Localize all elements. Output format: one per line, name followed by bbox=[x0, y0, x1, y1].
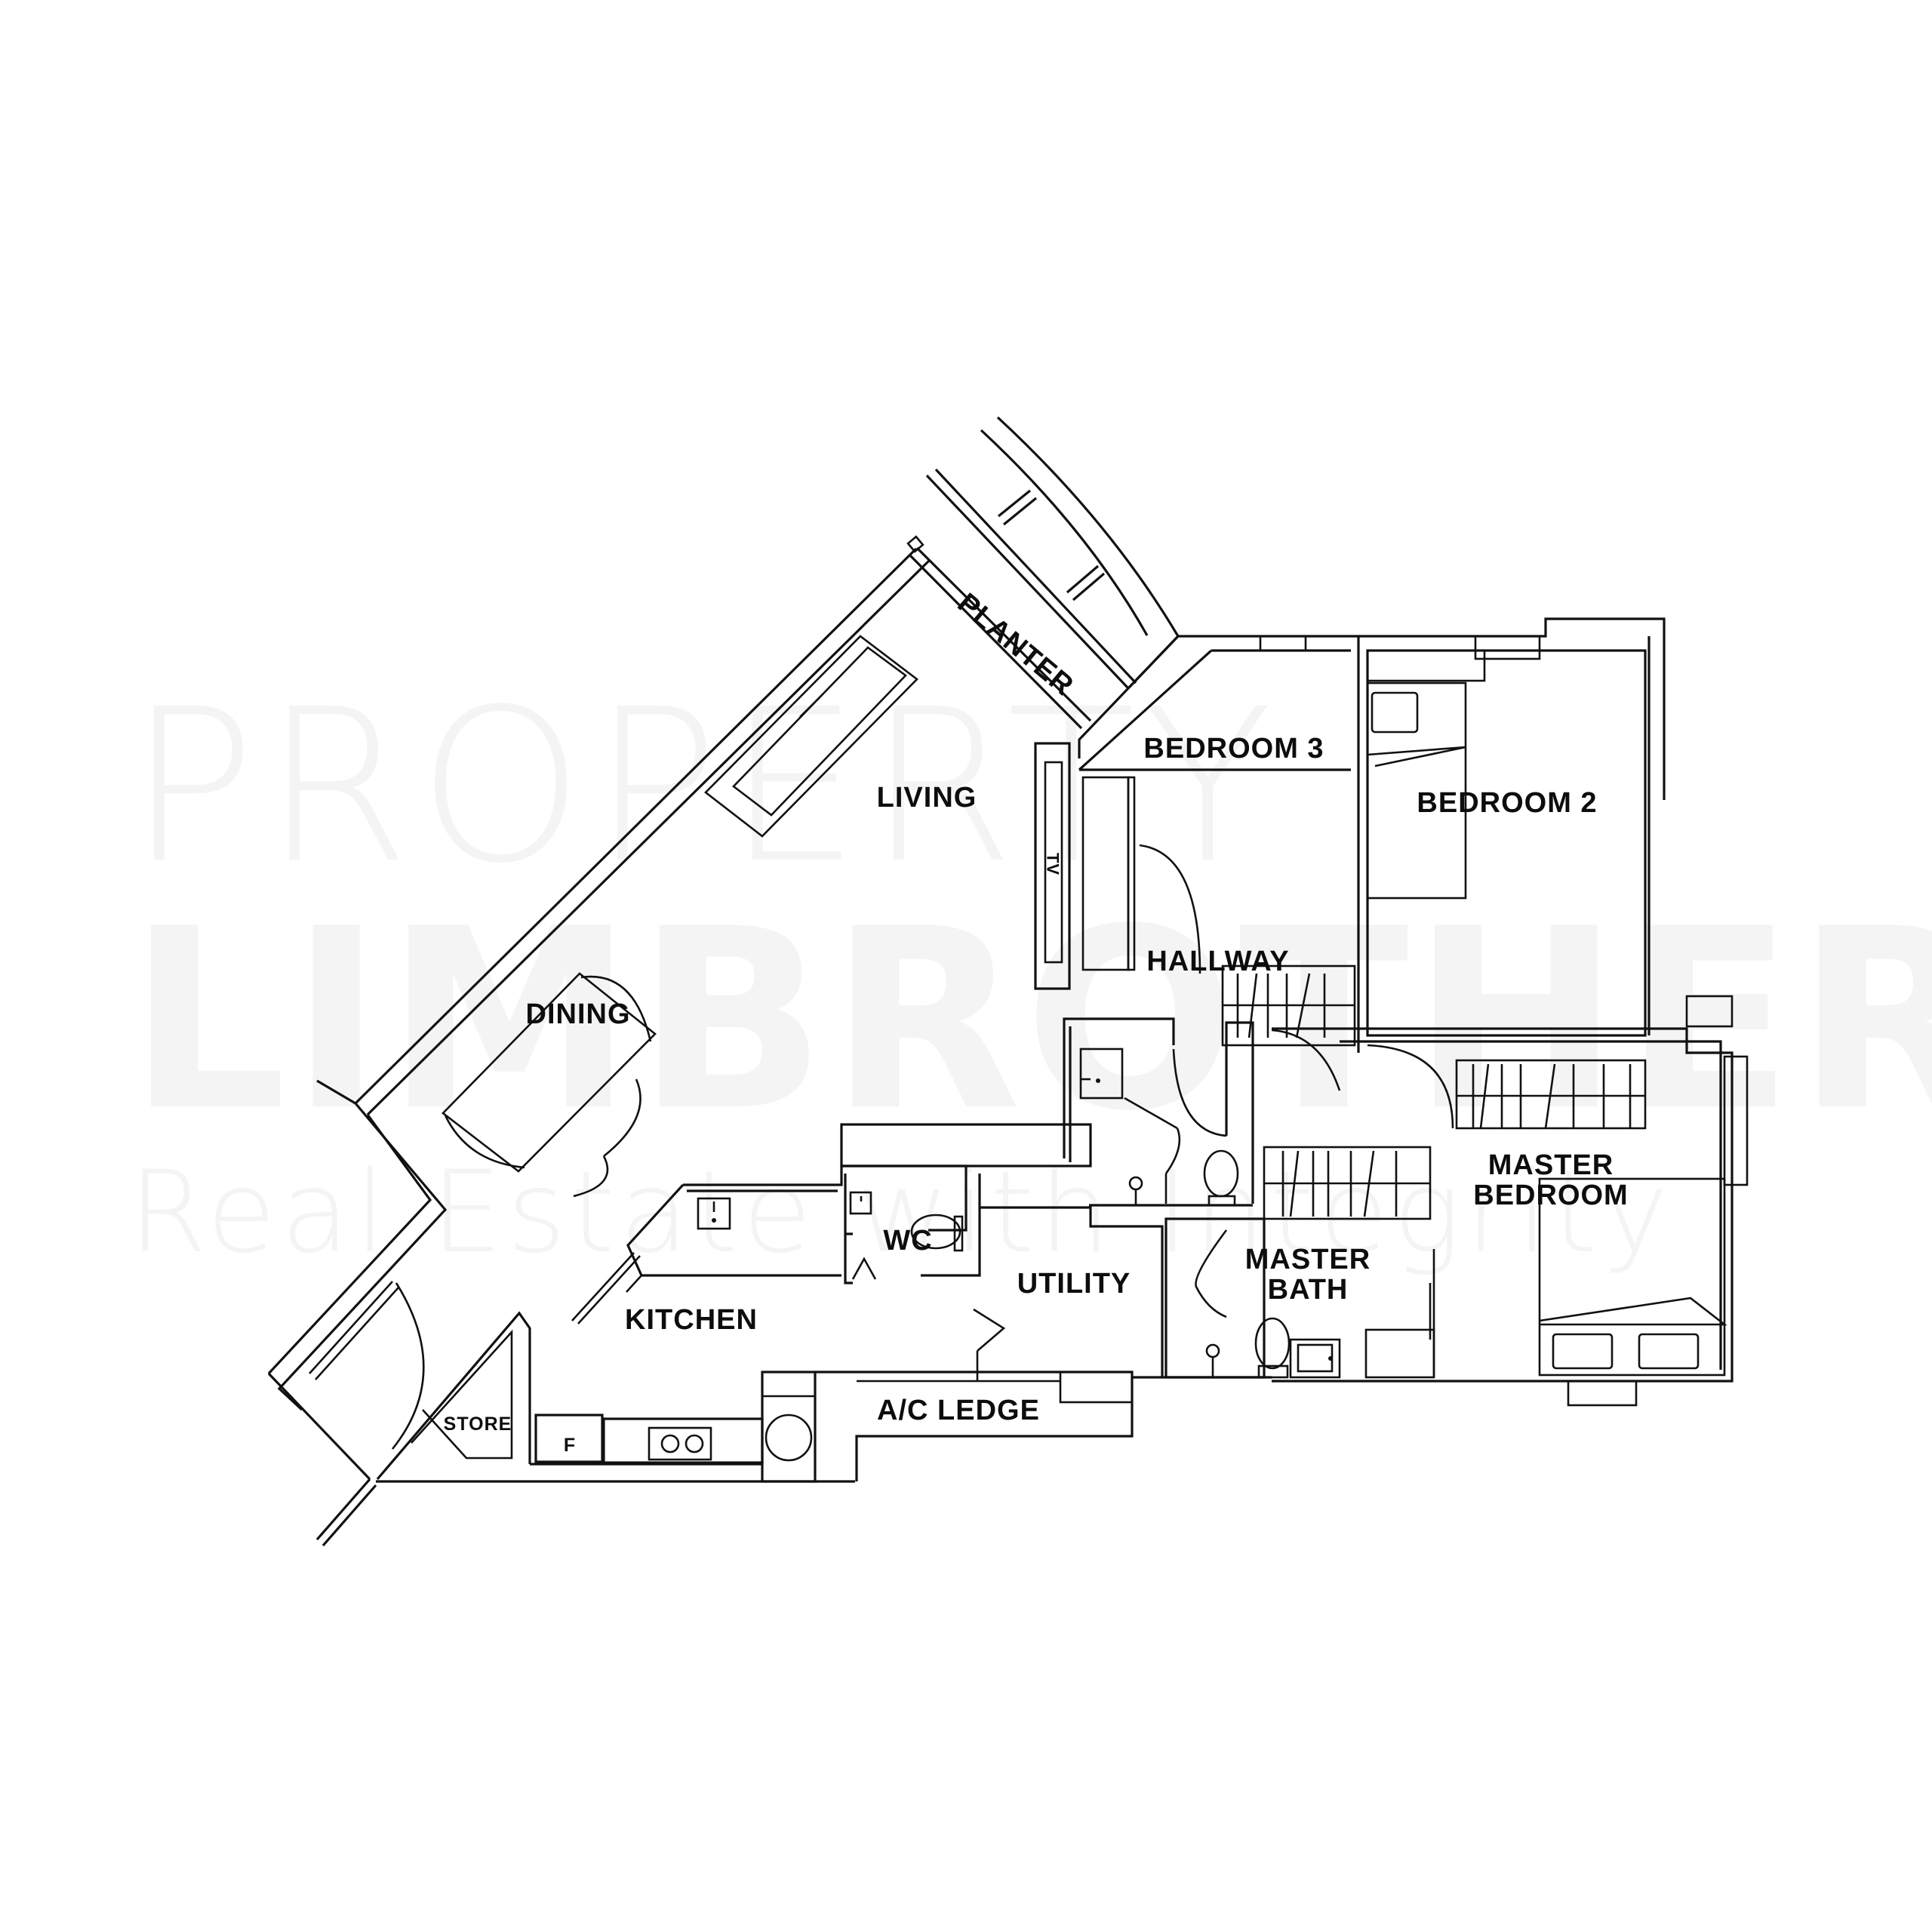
master-bedroom-walls bbox=[1263, 995, 1749, 1407]
fridge-label: F bbox=[563, 1434, 577, 1456]
room-label-dining: DINING bbox=[525, 998, 631, 1031]
master-bath-line-1: MASTER bbox=[1244, 1244, 1371, 1276]
tv-unit bbox=[1034, 742, 1071, 990]
living-dining-walls bbox=[267, 547, 931, 1411]
room-label-master-bath: MASTER BATH bbox=[1244, 1244, 1371, 1306]
room-label-bedroom-2: BEDROOM 2 bbox=[1417, 787, 1598, 820]
utility-wc-walls bbox=[840, 1123, 1164, 1381]
room-label-hallway: HALLWAY bbox=[1146, 946, 1290, 978]
room-label-ac-ledge: A/C LEDGE bbox=[877, 1395, 1040, 1427]
room-label-store: STORE bbox=[443, 1413, 512, 1435]
master-bath-line-2: BATH bbox=[1267, 1274, 1349, 1306]
tv-label: TV bbox=[1043, 852, 1063, 876]
dining-table-icon bbox=[441, 972, 657, 1198]
room-label-wc: WC bbox=[883, 1225, 933, 1257]
bedroom-2-walls bbox=[1358, 617, 1666, 1130]
master-bedroom-line-2: BEDROOM bbox=[1473, 1180, 1629, 1211]
room-label-kitchen: KITCHEN bbox=[625, 1304, 758, 1337]
sofa-icon bbox=[704, 635, 918, 838]
master-bedroom-line-1: MASTER bbox=[1487, 1149, 1614, 1182]
kitchen-walls bbox=[267, 1166, 1272, 1547]
wardrobe-bedroom-3 bbox=[1236, 973, 1326, 1038]
common-bath-walls bbox=[1063, 1017, 1341, 1207]
room-label-living: LIVING bbox=[876, 782, 977, 814]
bedroom-3-walls bbox=[1078, 635, 1360, 1053]
room-label-master-bedroom: MASTER BEDROOM bbox=[1473, 1149, 1629, 1211]
room-label-utility: UTILITY bbox=[1017, 1268, 1131, 1300]
planter-area bbox=[906, 416, 1180, 730]
room-label-bedroom-3: BEDROOM 3 bbox=[1143, 733, 1324, 765]
